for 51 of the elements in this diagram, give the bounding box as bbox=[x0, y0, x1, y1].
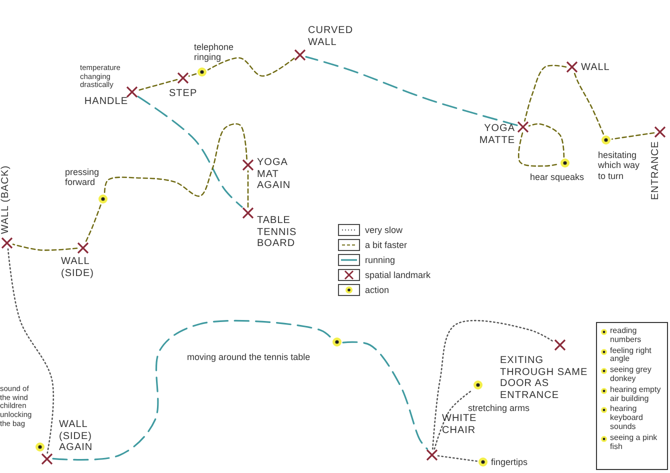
landmark-label: TABLE TENNIS BOARD bbox=[257, 215, 298, 250]
landmark-label: WHITE CHAIR bbox=[442, 413, 478, 436]
path-line bbox=[305, 56, 518, 126]
path-line bbox=[434, 390, 473, 450]
path-line bbox=[574, 72, 604, 135]
path-line bbox=[137, 79, 178, 91]
note-text: hearing keyboard sounds bbox=[610, 405, 644, 432]
path-line bbox=[528, 123, 565, 158]
path-line bbox=[104, 123, 248, 197]
landmark-label: ENTRANCE bbox=[650, 140, 662, 200]
path-line bbox=[207, 57, 295, 77]
path-line bbox=[437, 455, 478, 462]
note-text: reading numbers bbox=[610, 327, 642, 345]
legend-label: running bbox=[365, 254, 396, 264]
legend-label: very slow bbox=[365, 224, 403, 234]
legend-label: action bbox=[365, 284, 390, 294]
path-line bbox=[7, 248, 54, 454]
note-text: seeing grey donkey bbox=[610, 366, 652, 384]
action-note: hesitating which way to turn bbox=[598, 150, 640, 182]
landmark-label: WALL bbox=[581, 62, 611, 74]
note-text: seeing a pink fish bbox=[610, 434, 658, 452]
action-note: pressing forward bbox=[65, 167, 100, 188]
landmark-label: HANDLE bbox=[83, 96, 128, 108]
landmark-label: WALL (BACK) bbox=[0, 168, 12, 234]
legend-label: spatial landmark bbox=[365, 270, 431, 280]
path-line bbox=[247, 170, 249, 208]
landmark-label: CURVED WALL bbox=[308, 25, 353, 48]
path-line bbox=[52, 320, 332, 461]
path-line bbox=[137, 96, 243, 208]
action-note: hear squeaks bbox=[530, 172, 586, 182]
path-line bbox=[342, 341, 428, 450]
path-line bbox=[518, 132, 560, 167]
legend-label: a bit faster bbox=[365, 240, 408, 250]
path-line bbox=[85, 204, 102, 243]
action-note: moving around the tennis table bbox=[187, 352, 312, 362]
landmark-label: STEP bbox=[169, 88, 198, 100]
action-note: stretching arms bbox=[468, 403, 531, 414]
path-line bbox=[12, 244, 78, 251]
action-note: telephone ringing bbox=[194, 42, 235, 63]
landmark-label: WALL (SIDE) AGAIN bbox=[59, 419, 94, 454]
action-note: fingertips bbox=[491, 457, 529, 468]
note-text: feeling right angle bbox=[610, 346, 652, 364]
notes-box bbox=[596, 322, 668, 470]
path-line bbox=[611, 132, 655, 140]
landmark-label: EXITING THROUGH SAME DOOR AS ENTRANCE bbox=[500, 355, 589, 401]
path-line bbox=[432, 320, 555, 450]
landmark-label: YOGA MAT AGAIN bbox=[257, 157, 292, 192]
path-line bbox=[524, 64, 567, 122]
landmark-label: YOGA MATTE bbox=[478, 123, 515, 146]
landmark-label: WALL (SIDE) bbox=[61, 256, 95, 279]
path-line bbox=[188, 73, 197, 77]
